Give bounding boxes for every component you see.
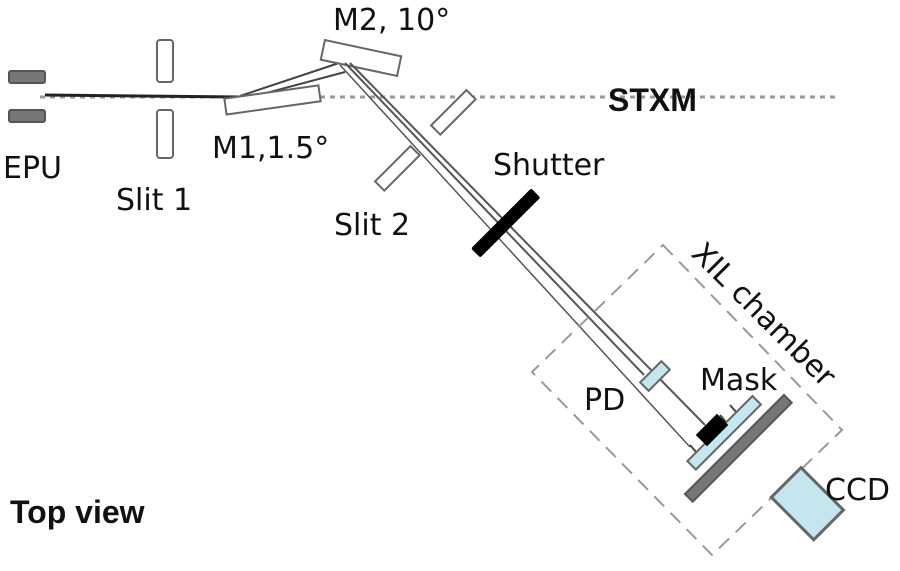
shutter xyxy=(471,189,540,257)
beam-to-chamber-2 xyxy=(349,62,706,426)
slit-1 xyxy=(156,39,174,159)
beam-to-chamber-3 xyxy=(339,64,691,448)
sample-plate xyxy=(683,393,794,504)
beam-m1-m2-upper xyxy=(239,61,343,97)
label-top-view: Top view xyxy=(10,494,145,530)
label-slit-2: Slit 2 xyxy=(334,208,410,243)
beam-to-chamber-1 xyxy=(344,62,645,376)
label-stxm: STXM xyxy=(608,82,697,118)
label-pd: PD xyxy=(584,383,625,418)
label-m1: M1,1.5° xyxy=(212,131,329,166)
label-shutter: Shutter xyxy=(493,148,605,183)
slit-2 xyxy=(373,88,478,193)
mirror-m2 xyxy=(319,38,403,78)
xil-chamber-boundary xyxy=(530,243,844,557)
photodiode xyxy=(638,359,672,393)
label-epu: EPU xyxy=(3,151,62,186)
label-ccd: CCD xyxy=(825,473,890,508)
label-mask: Mask xyxy=(700,363,778,398)
mask-assembly xyxy=(685,394,763,472)
mirror-m1 xyxy=(223,84,322,116)
incoming-beam xyxy=(44,93,241,99)
label-m2: M2, 10° xyxy=(333,3,450,38)
label-slit-1: Slit 1 xyxy=(116,183,192,218)
ccd-camera xyxy=(769,465,846,542)
epu-source xyxy=(8,70,46,123)
